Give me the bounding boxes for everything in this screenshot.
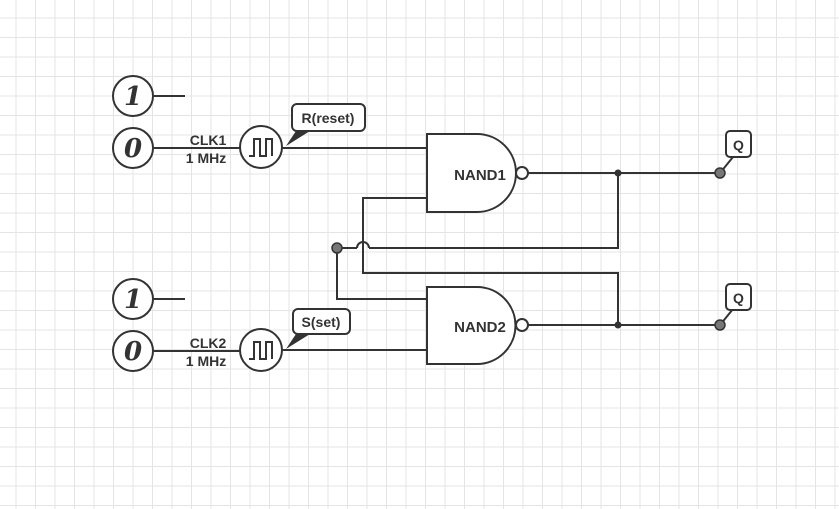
junction-q1 bbox=[614, 169, 622, 177]
square-wave-icon bbox=[249, 341, 273, 360]
output-probe-q-top[interactable]: Q bbox=[714, 130, 752, 179]
callout-set-label: S(set) bbox=[302, 314, 341, 330]
clock-generator-clk1[interactable] bbox=[239, 125, 283, 169]
const-value: 1 bbox=[124, 82, 142, 112]
wire-bend-node[interactable] bbox=[331, 242, 343, 254]
clk1-label: CLK1 bbox=[190, 132, 227, 148]
clk1-frequency: 1 MHz bbox=[186, 150, 226, 166]
q-top-terminal bbox=[714, 167, 726, 179]
clk2-label: CLK2 bbox=[190, 335, 227, 351]
q-top-label: Q bbox=[733, 137, 744, 153]
nand2-inverter-bubble bbox=[515, 318, 529, 332]
q-bottom-terminal bbox=[714, 319, 726, 331]
input-value: 0 bbox=[124, 337, 142, 367]
clock-input-top[interactable]: 0 bbox=[112, 127, 154, 169]
callout-set: S(set) bbox=[286, 308, 351, 349]
callout-reset: R(reset) bbox=[286, 103, 366, 146]
square-wave-icon bbox=[249, 138, 273, 157]
nand-gate-1[interactable]: NAND1 bbox=[426, 133, 529, 213]
nand2-body bbox=[426, 286, 517, 365]
junction-q2 bbox=[614, 321, 622, 329]
const-value: 1 bbox=[124, 285, 142, 315]
nand-gate-2[interactable]: NAND2 bbox=[426, 286, 529, 365]
wire-feedback-q1[interactable] bbox=[369, 173, 619, 249]
callout-reset-label: R(reset) bbox=[302, 110, 355, 126]
output-probe-q-bottom[interactable]: Q bbox=[714, 283, 752, 331]
const-input-bottom[interactable]: 1 bbox=[112, 278, 154, 320]
clock-input-bottom[interactable]: 0 bbox=[112, 330, 154, 372]
clk2-frequency: 1 MHz bbox=[186, 353, 226, 369]
nand1-inverter-bubble bbox=[515, 166, 529, 180]
nand2-label: NAND2 bbox=[454, 319, 506, 336]
wire-feedback-to-nand2[interactable] bbox=[336, 247, 427, 300]
const-input-top[interactable]: 1 bbox=[112, 75, 154, 117]
wire-feedback-q2[interactable] bbox=[362, 197, 619, 325]
input-value: 0 bbox=[124, 134, 142, 164]
clock-generator-clk2[interactable] bbox=[239, 328, 283, 372]
nand1-label: NAND1 bbox=[454, 167, 506, 184]
wires bbox=[154, 95, 720, 352]
q-bottom-label: Q bbox=[733, 290, 744, 306]
